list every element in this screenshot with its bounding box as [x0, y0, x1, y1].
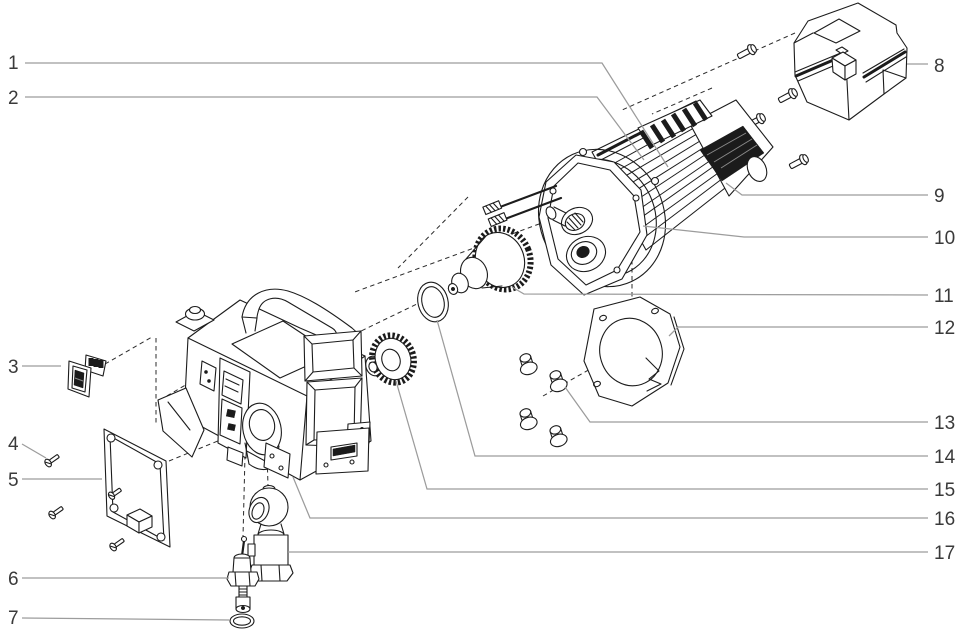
callout-number-9: 9: [934, 186, 945, 207]
callout-number-11: 11: [934, 286, 954, 307]
callout-number-13: 13: [934, 413, 955, 434]
motor-lead-wires: [482, 184, 563, 228]
power-switch: [67, 354, 107, 398]
callout-number-12: 12: [934, 318, 955, 339]
screw-icon: [777, 88, 798, 104]
plate-connector-block: [126, 508, 153, 534]
leader-line-2: [25, 96, 645, 161]
rubber-bushings: [519, 353, 568, 448]
leader-line-13: [564, 386, 928, 423]
screw-icon: [788, 154, 809, 170]
side-inlet-panel: [199, 360, 217, 392]
housing-foot: [157, 387, 205, 458]
leader-line-9: [725, 182, 928, 196]
housing-top-knob: [175, 305, 215, 332]
callout-number-16: 16: [934, 509, 955, 530]
bearing-plate: [583, 296, 685, 407]
control-cover-plate: [103, 428, 171, 548]
screw-icon: [44, 454, 60, 468]
rail-bracket: [315, 421, 371, 475]
callout-number-8: 8: [934, 56, 945, 77]
plate-screws: [44, 454, 125, 552]
screw-icon: [109, 538, 125, 552]
callout-number-7: 7: [8, 608, 19, 629]
leader-line-1: [25, 62, 669, 168]
callout-number-3: 3: [8, 357, 19, 378]
motor-terminal-block: [637, 99, 713, 150]
callout-number-2: 2: [8, 88, 19, 109]
callout-number-4: 4: [8, 434, 19, 455]
inlet-valve: [226, 535, 260, 614]
gear-housing-casting: [538, 154, 648, 296]
screw-icon: [736, 44, 757, 60]
outlet-valve-assembly: [247, 484, 294, 582]
leader-line-4: [21, 443, 47, 459]
control-panel-strip: [217, 357, 251, 467]
pump-bore: [242, 402, 282, 471]
leader-line-16: [292, 476, 928, 519]
cover-top-notch: [813, 18, 861, 44]
leader-line-11: [511, 286, 929, 296]
callout-number-17: 17: [934, 543, 955, 564]
callout-number-1: 1: [8, 53, 19, 74]
drive-gear: [447, 225, 534, 295]
leader-line-15: [395, 380, 928, 490]
mount-bracket: [263, 442, 291, 479]
screw-icon: [107, 487, 122, 500]
motor-assembly: [482, 99, 774, 296]
thrust-washer: [417, 281, 449, 323]
main-housing: [157, 288, 372, 481]
callout-number-5: 5: [8, 470, 19, 491]
leader-line-10: [642, 225, 928, 238]
retaining-clip: [645, 357, 662, 392]
cover-latch-knob: [831, 46, 857, 81]
leader-line-7: [21, 617, 230, 621]
pinion-gear: [365, 332, 417, 386]
worm-shaft: [545, 206, 557, 220]
callout-number-14: 14: [934, 447, 956, 468]
callout-number-15: 15: [934, 480, 955, 501]
side-pocket-upper: [303, 330, 363, 382]
screw-icon: [48, 506, 64, 520]
motor-cover: [793, 2, 908, 121]
callout-number-10: 10: [934, 228, 955, 249]
motor-end-cap: [746, 156, 768, 182]
o-ring: [229, 613, 255, 629]
motor-brush-section: [699, 125, 765, 182]
callout-number-6: 6: [8, 569, 19, 590]
leader-line-12: [668, 326, 928, 337]
leader-line-14: [436, 319, 928, 457]
